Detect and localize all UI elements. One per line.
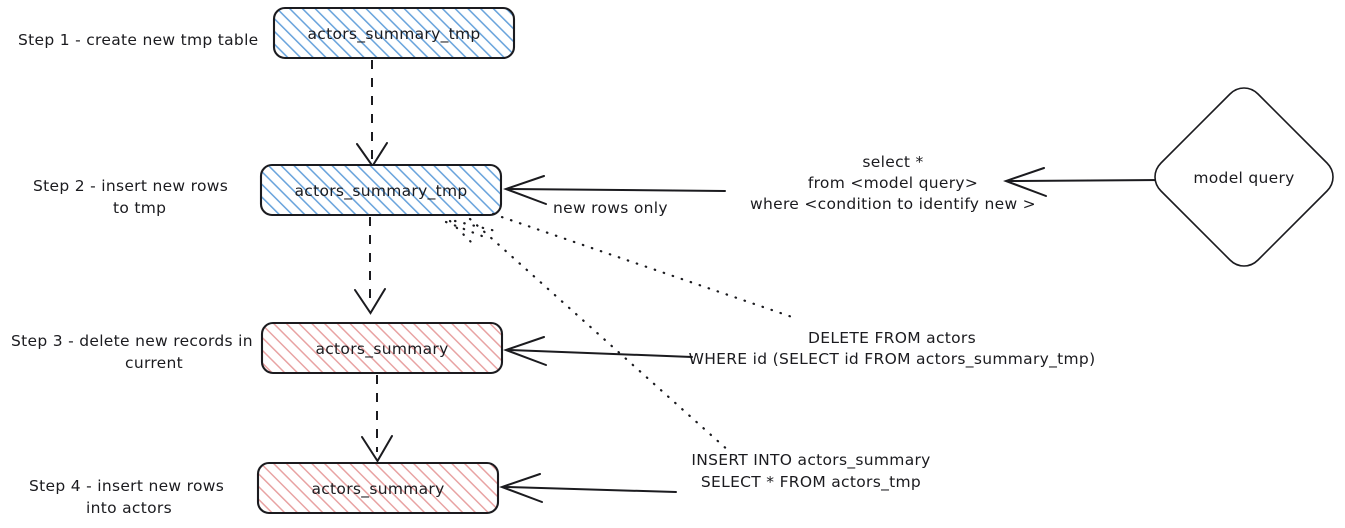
edge-insert-sql-to-summary2-line xyxy=(505,486,677,493)
step-2-label-line2: to tmp xyxy=(113,199,166,217)
step-4-label-line1: Step 4 - insert new rows xyxy=(29,477,224,495)
model-sql-line2: from <model query> xyxy=(808,174,978,192)
dotted-leader-stub-a xyxy=(444,220,489,240)
node-summary-1-shape xyxy=(260,321,504,375)
node-tmp-1-shape xyxy=(272,6,516,60)
delete-sql-line2: WHERE id (SELECT id FROM actors_summary_… xyxy=(689,350,1096,369)
step-2-group: Step 2 - insert new rows to tmp actors_s… xyxy=(33,163,503,217)
edge-delete-sql-to-summary1 xyxy=(503,336,693,366)
edge-delete-sql-to-summary1-arrowhead xyxy=(503,336,547,366)
step-1-group: Step 1 - create new tmp table actors_sum… xyxy=(18,6,516,60)
edge-model-sql-to-tmp2-arrowhead xyxy=(503,175,547,205)
edge-delete-sql-to-summary1-line xyxy=(509,349,693,358)
dotted-leader-to-delete-sql xyxy=(491,212,797,320)
node-tmp-1-label: actors_summary_tmp xyxy=(307,25,480,44)
node-summary-1[interactable]: actors_summary xyxy=(260,321,504,375)
node-summary-2-shape xyxy=(256,461,500,515)
edge-modelquery-to-sql xyxy=(1003,167,1164,197)
node-tmp-2-shape xyxy=(259,163,503,217)
annotation-delete-sql: DELETE FROM actors WHERE id (SELECT id F… xyxy=(689,329,1096,369)
edge-modelquery-to-sql-line xyxy=(1008,179,1164,182)
annotation-insert-sql: INSERT INTO actors_summary SELECT * FROM… xyxy=(691,451,930,492)
node-tmp-2-label: actors_summary_tmp xyxy=(294,182,467,201)
annotation-model-query-sql: select * from <model query> where <condi… xyxy=(750,153,1036,213)
node-summary-2[interactable]: actors_summary xyxy=(256,461,500,515)
model-sql-line1: select * xyxy=(862,153,923,171)
insert-sql-line1: INSERT INTO actors_summary xyxy=(691,451,930,470)
step-4-group: Step 4 - insert new rows into actors act… xyxy=(29,461,500,517)
edge-modelquery-to-sql-arrowhead xyxy=(1003,167,1047,197)
edge-label-new-rows-only: new rows only xyxy=(553,199,668,217)
edge-model-sql-to-tmp2: new rows only xyxy=(503,175,726,217)
step-3-label-line2: current xyxy=(125,354,183,372)
dotted-leader-to-insert-sql xyxy=(468,217,732,454)
edge-step3-to-step4-arrowhead xyxy=(361,435,393,463)
node-model-query-shape xyxy=(1154,87,1334,267)
edge-insert-sql-to-summary2 xyxy=(499,473,677,503)
dotted-leader-stub-c xyxy=(448,219,474,245)
dotted-leader-stub-b xyxy=(453,219,502,234)
node-tmp-1[interactable]: actors_summary_tmp xyxy=(272,6,516,60)
node-model-query-label: model query xyxy=(1193,169,1294,187)
step-3-group: Step 3 - delete new records in current a… xyxy=(11,321,504,375)
step-1-label: Step 1 - create new tmp table xyxy=(18,31,259,49)
node-model-query[interactable]: model query xyxy=(1154,87,1334,267)
step-3-label-line1: Step 3 - delete new records in xyxy=(11,332,253,350)
edge-step2-to-step3 xyxy=(354,217,386,315)
edge-step1-to-step2 xyxy=(356,60,388,168)
edge-model-sql-to-tmp2-line xyxy=(508,188,726,192)
delete-sql-line1: DELETE FROM actors xyxy=(808,329,976,347)
step-4-label-line2: into actors xyxy=(86,499,172,517)
edge-step2-to-step3-arrowhead xyxy=(354,288,386,315)
step-2-label-line1: Step 2 - insert new rows xyxy=(33,177,228,195)
node-summary-2-label: actors_summary xyxy=(311,480,444,499)
insert-sql-line2: SELECT * FROM actors_tmp xyxy=(701,473,921,492)
model-sql-line3: where <condition to identify new > xyxy=(750,195,1036,213)
edge-insert-sql-to-summary2-arrowhead xyxy=(499,473,543,503)
dotted-leaders-from-tmp2 xyxy=(444,212,797,454)
node-summary-1-label: actors_summary xyxy=(315,340,448,359)
edge-step3-to-step4 xyxy=(361,375,393,463)
node-tmp-2[interactable]: actors_summary_tmp xyxy=(259,163,503,217)
